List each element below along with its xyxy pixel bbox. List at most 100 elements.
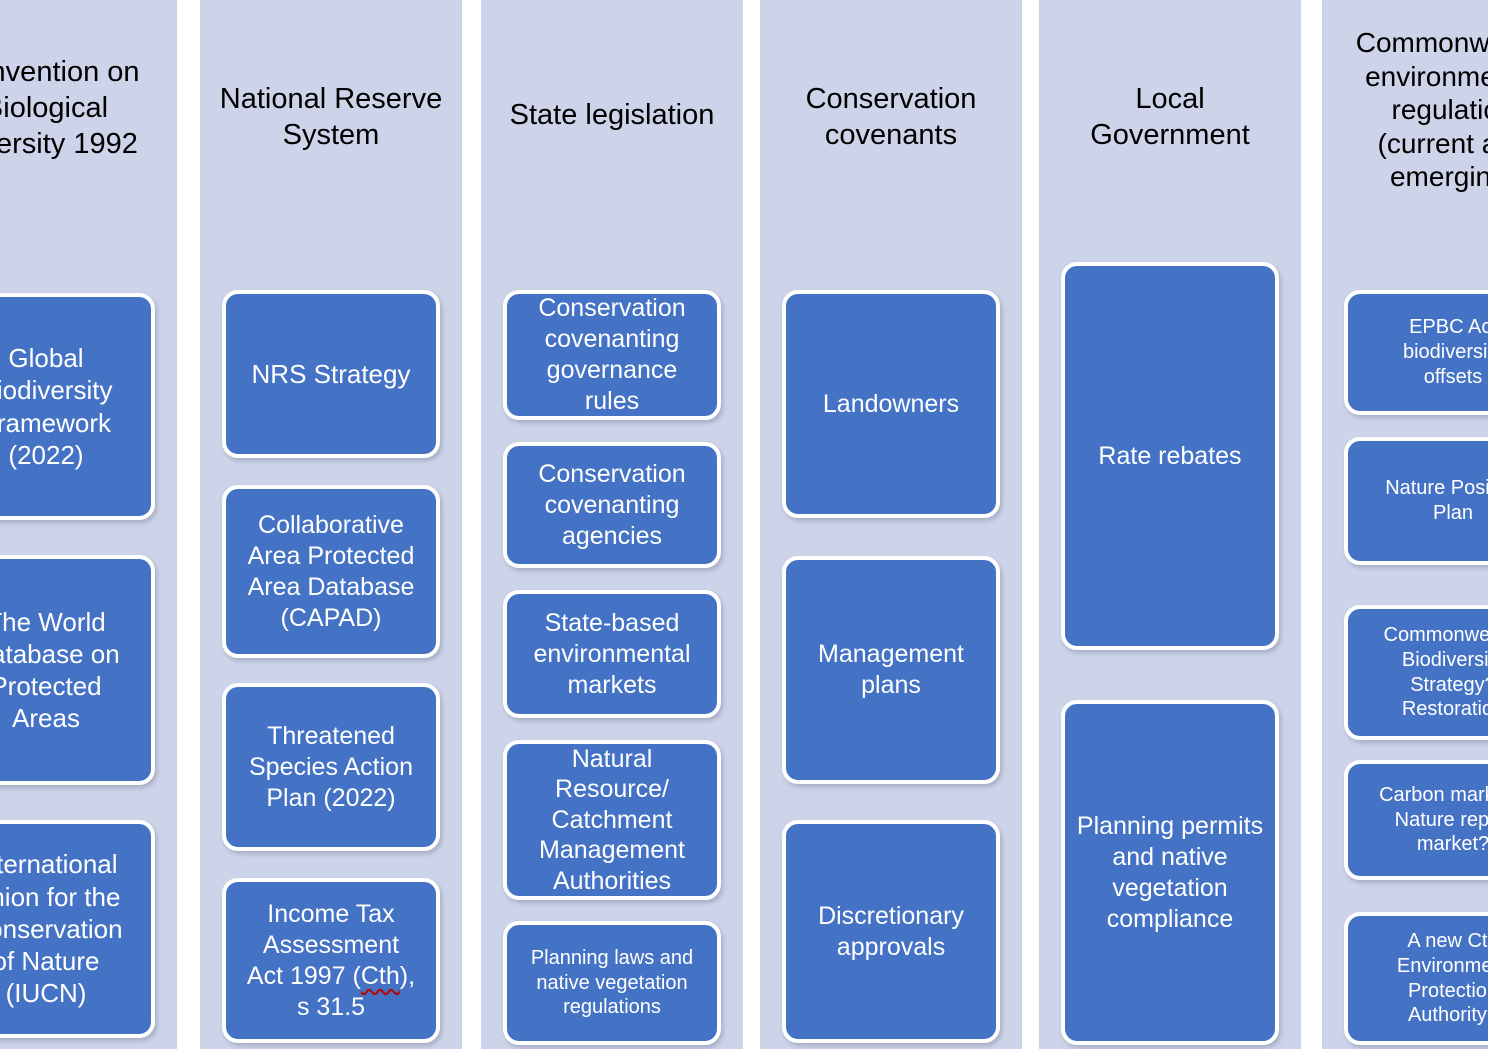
text-line: covenanting: [544, 490, 680, 519]
text-line: Conservation: [0, 913, 123, 944]
text-line: Management: [539, 836, 685, 865]
text-line: Conservation: [538, 459, 686, 488]
text-line: Restoration: [1401, 698, 1488, 721]
text-line: market?: [1416, 833, 1488, 856]
text-line: State-based: [544, 608, 680, 637]
box-management-plans: Management plans: [782, 556, 1000, 784]
box-commonwealth-biodiversity-strategy: CommonwealthBiodiversityStrategy?Restora…: [1344, 605, 1488, 740]
text-line: State legislation: [509, 99, 715, 131]
text-line: Government: [1090, 118, 1250, 151]
text-line: Union for the: [0, 881, 121, 912]
text-line: International: [0, 849, 118, 880]
box-new-cth-environment-protection-authority: A new CthEnvironmentProtectionAuthority?: [1344, 912, 1488, 1045]
text-line: Planning permits: [1076, 811, 1264, 840]
text-line: Catchment: [551, 805, 673, 834]
text-line: Species Action: [249, 752, 413, 781]
text-line: Environment: [1396, 954, 1488, 977]
text-line: governance: [546, 356, 678, 384]
box-rate-rebates: Rate rebates: [1061, 262, 1279, 650]
text-line: Authorities: [552, 866, 672, 895]
text-line: covenanting: [544, 325, 680, 353]
text-line: Diversity 1992: [0, 127, 138, 160]
text-line: Commonwealth: [1355, 27, 1488, 58]
text-line: NRS Strategy: [251, 358, 411, 389]
text-line: vegetation: [1112, 873, 1228, 902]
text-line: A new Cth: [1407, 929, 1488, 952]
text-line: covenants: [824, 118, 958, 151]
text-line: Biodiversity: [1401, 648, 1488, 671]
text-line: Framework: [0, 407, 111, 438]
text-line: of Nature: [0, 946, 100, 977]
text-line: Rate rebates: [1098, 441, 1242, 470]
text-line: plans: [861, 671, 921, 699]
text-line: Protected: [0, 671, 102, 701]
text-line: System: [282, 118, 380, 151]
box-nature-positive-plan: Nature PositivePlan: [1344, 437, 1488, 565]
text-line: National Reserve: [219, 83, 443, 115]
text-line: native vegetation: [536, 971, 688, 994]
text-line: Plan (2022): [266, 783, 396, 812]
text-line: Resource/: [555, 775, 669, 804]
text-line: (2022): [8, 439, 84, 470]
spellcheck-flagged-word: Cth: [360, 961, 400, 990]
box-income-tax-assessment-act: Income Tax Assessment Act 1997 (Cth), s …: [222, 878, 440, 1043]
text-line: biodiversity: [1402, 341, 1488, 364]
text-line: Authority?: [1407, 1004, 1488, 1027]
box-text-line: Act 1997 (Cth),: [246, 961, 416, 990]
text-line: Areas: [12, 703, 80, 734]
text-line: Plan: [1432, 502, 1474, 524]
column-commonwealth-environmental-regulation: Commonwealthenvironmentalregulation(curr…: [1322, 0, 1488, 1049]
text-line: Management: [818, 640, 964, 668]
box-text-line: Income Tax: [267, 899, 395, 928]
text-line: Nature Positive: [1385, 477, 1488, 500]
text-line: Threatened: [267, 721, 395, 750]
text-line: Planning laws and: [530, 946, 694, 969]
text-line: The World: [0, 606, 106, 637]
text-line: (IUCN): [5, 978, 87, 1009]
text-line: (CAPAD): [280, 603, 382, 632]
text-line: Commonwealth: [1383, 623, 1488, 646]
text-line: (current and: [1377, 127, 1488, 159]
text-line: Biological: [0, 91, 109, 124]
text-line: Carbon markets.: [1379, 783, 1488, 806]
text-line: Global: [8, 343, 84, 374]
column-convention-biological-diversity: Convention onBiologicalDiversity 1992 Gl…: [0, 0, 177, 1049]
text-line: Local: [1135, 83, 1205, 115]
text-line: Biodiversity: [0, 375, 113, 406]
text-line: Strategy?: [1410, 673, 1488, 696]
text-line: Conservation: [538, 294, 686, 322]
text-line: emerging): [1389, 161, 1488, 193]
box-text-line: Assessment: [262, 930, 400, 959]
text-line: Protection: [1407, 979, 1488, 1002]
text-line: Natural: [571, 744, 653, 773]
text-line: and native: [1112, 842, 1228, 871]
text-line: Collaborative: [258, 510, 404, 539]
box-carbon-markets-nature-repair-market: Carbon markets.Nature repairmarket?: [1344, 760, 1488, 880]
text-line: compliance: [1106, 904, 1234, 933]
text-line: Landowners: [822, 389, 960, 418]
box-iucn: InternationalUnion for theConservationof…: [0, 820, 155, 1038]
box-text-line: s 31.5: [296, 992, 366, 1021]
text-line: agencies: [561, 521, 663, 550]
text-line: markets: [567, 670, 657, 699]
column-header: Convention onBiologicalDiversity 1992: [0, 55, 177, 163]
text-line: EPBC Act: [1409, 316, 1488, 339]
column-header: Commonwealthenvironmentalregulation(curr…: [1322, 26, 1488, 194]
text-line: Database on: [0, 638, 120, 669]
box-epbc-act-biodiversity-offsets: EPBC Actbiodiversityoffsets: [1344, 290, 1488, 415]
text-line: regulations: [563, 996, 661, 1019]
text-line: Area Protected: [247, 541, 415, 570]
text-line: regulation: [1391, 94, 1488, 126]
